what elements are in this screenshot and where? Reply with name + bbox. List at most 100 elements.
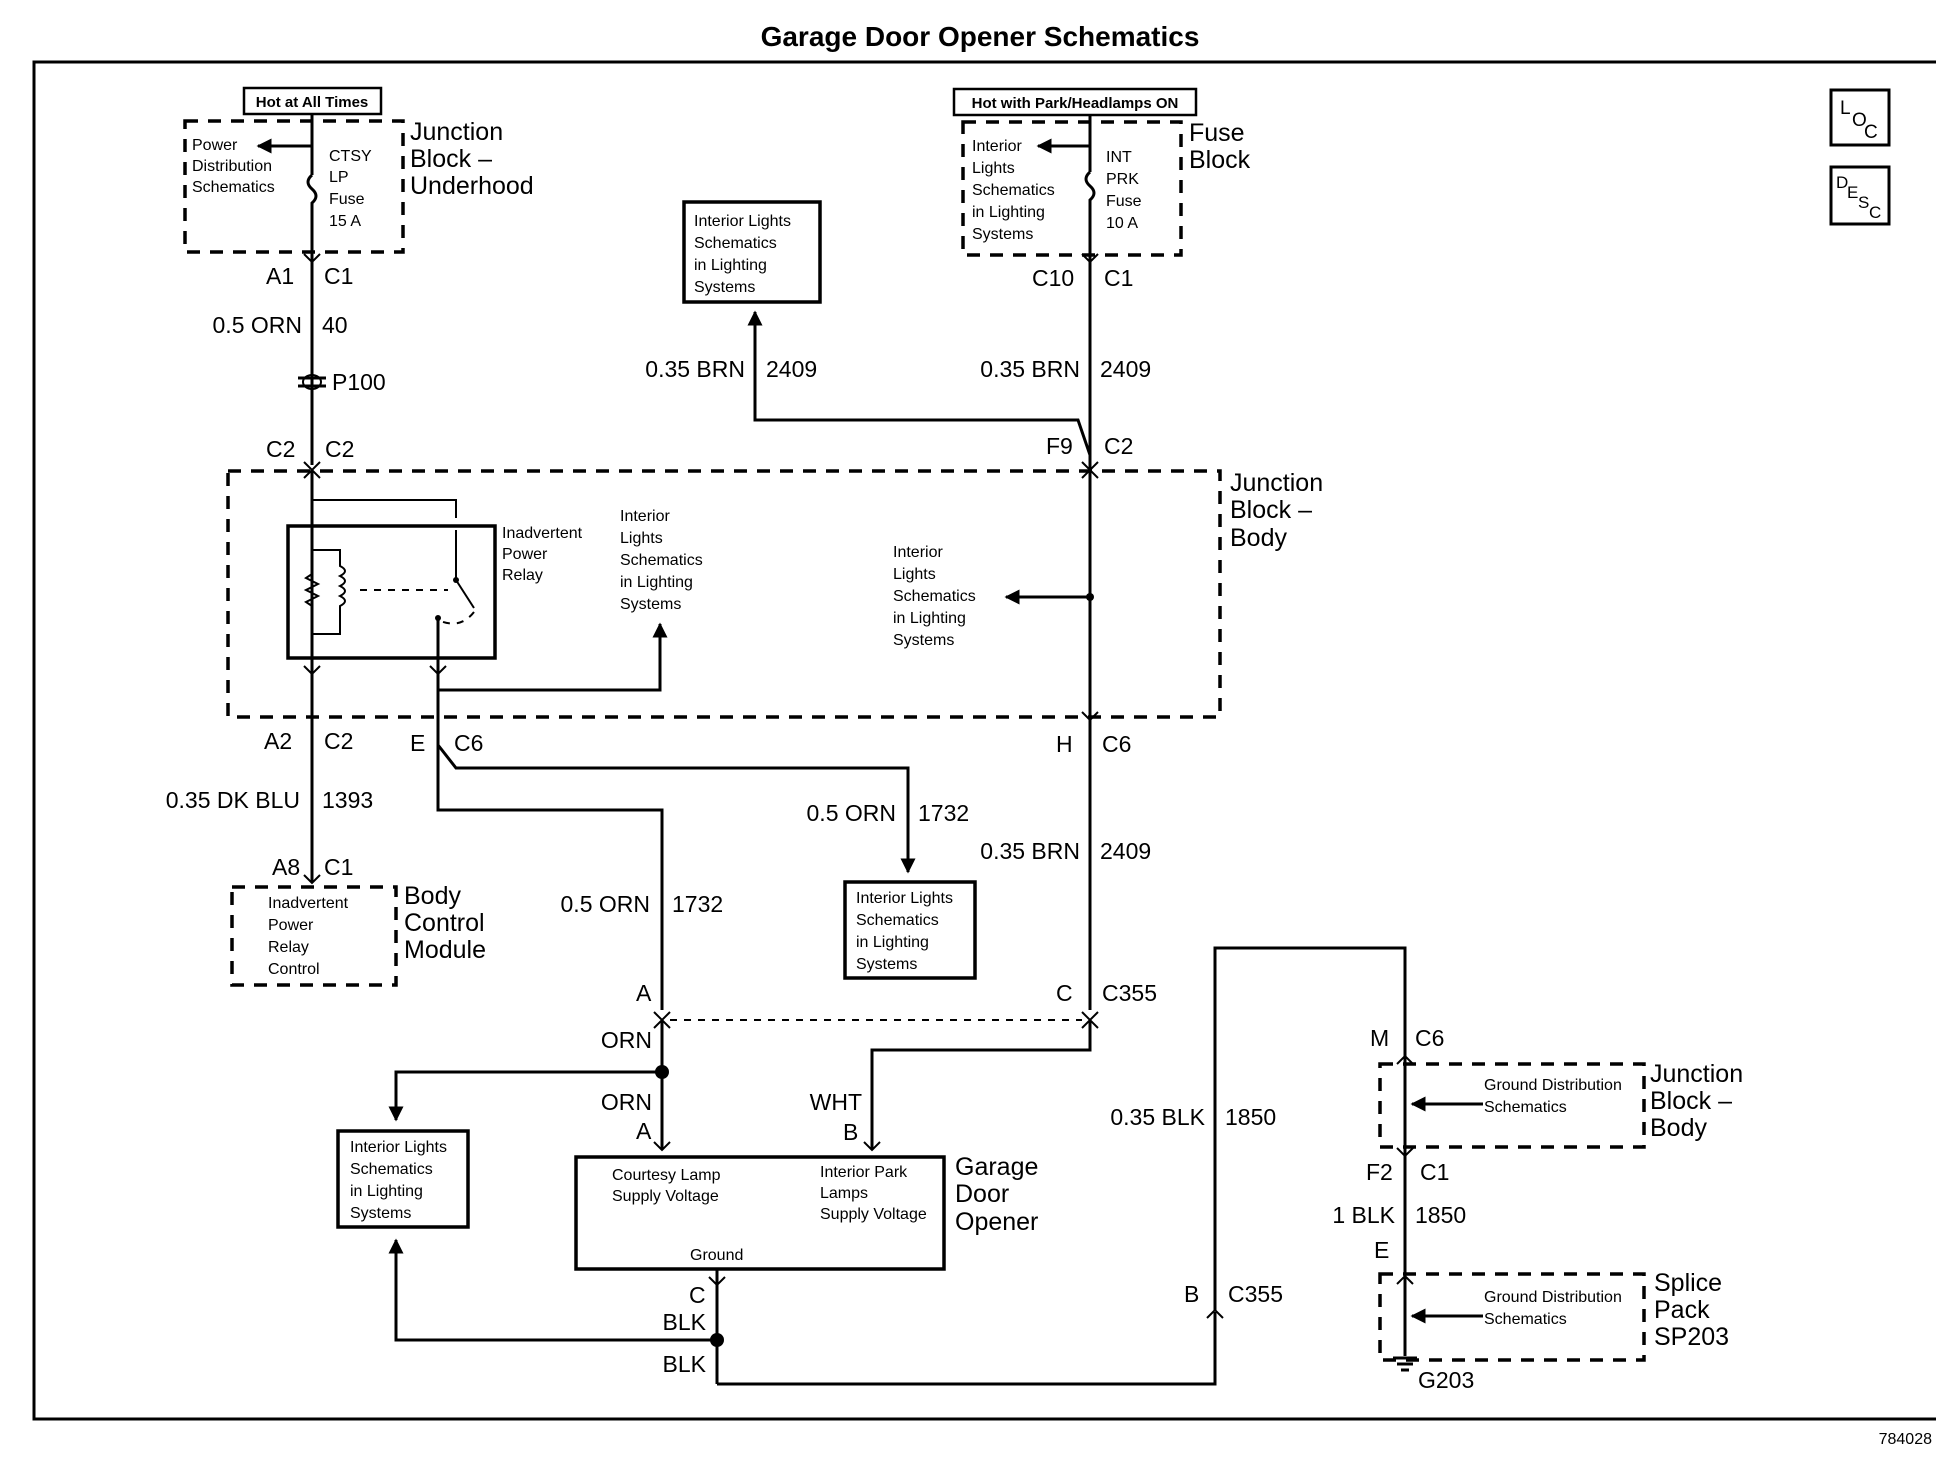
ground-distribution-ref[interactable]: Ground Distribution Schematics xyxy=(1484,1289,1622,1328)
svg-text:Schematics: Schematics xyxy=(1484,1099,1567,1116)
svg-text:Opener: Opener xyxy=(955,1208,1038,1236)
pin-c355: C355 xyxy=(1102,980,1157,1006)
wire-color-label: 0.35 DK BLU xyxy=(166,787,300,813)
wire-orn-branch xyxy=(388,1070,662,1122)
svg-text:Ground: Ground xyxy=(690,1247,743,1264)
svg-text:Schematics: Schematics xyxy=(972,182,1055,199)
interior-lights-ref[interactable]: Interior Lights Schematics in Lighting S… xyxy=(893,544,976,649)
ground-icon xyxy=(1393,1356,1417,1372)
svg-text:INT: INT xyxy=(1106,149,1132,166)
svg-text:C: C xyxy=(1864,122,1878,143)
power-distribution-ref[interactable]: Power Distribution Schematics xyxy=(192,137,275,196)
svg-text:Interior: Interior xyxy=(620,508,670,525)
wire-blk-to-c355 xyxy=(717,1312,1217,1386)
svg-text:S: S xyxy=(1858,193,1869,212)
relay-switch-arc xyxy=(437,611,475,625)
ground-distribution-ref[interactable]: Ground Distribution Schematics xyxy=(1484,1077,1622,1116)
svg-text:Systems: Systems xyxy=(856,956,917,973)
pin-a: A xyxy=(636,1118,652,1144)
svg-text:O: O xyxy=(1852,110,1867,131)
pin-c2: C2 xyxy=(325,436,354,462)
pin-c10: C10 xyxy=(1032,265,1074,291)
connector-chevrons xyxy=(303,461,1414,1319)
svg-text:Interior Lights: Interior Lights xyxy=(694,213,791,230)
svg-text:C: C xyxy=(1869,203,1881,222)
svg-text:Schematics: Schematics xyxy=(856,912,939,929)
pin-h: H xyxy=(1056,731,1073,757)
svg-text:in Lighting: in Lighting xyxy=(350,1183,423,1200)
svg-text:Distribution: Distribution xyxy=(192,158,272,175)
svg-text:Power: Power xyxy=(268,917,314,934)
fuse-block-label: Fuse Block xyxy=(1189,119,1251,174)
circuit-number: 2409 xyxy=(1100,838,1151,864)
pin-p100: P100 xyxy=(332,369,386,395)
wire-wht-gdo xyxy=(870,1020,1092,1150)
wire-2409-branch xyxy=(747,310,1092,456)
svg-text:15 A: 15 A xyxy=(329,213,361,230)
svg-text:Body: Body xyxy=(1650,1114,1707,1142)
relay-label: Inadvertent Power Relay xyxy=(502,525,583,584)
description-icon[interactable]: D E S C xyxy=(1829,165,1891,226)
svg-text:Relay: Relay xyxy=(502,567,543,584)
pin-a2: A2 xyxy=(264,728,292,754)
wire-color-label: 0.35 BRN xyxy=(980,838,1080,864)
svg-text:Interior Park: Interior Park xyxy=(820,1164,908,1181)
pin-a1: A1 xyxy=(266,263,294,289)
svg-text:Module: Module xyxy=(404,936,486,964)
interior-lights-ref-box[interactable]: Interior Lights Schematics in Lighting S… xyxy=(843,880,977,980)
wire-1732-to-gdo xyxy=(436,670,664,1010)
pin-c6: C6 xyxy=(1102,731,1131,757)
svg-text:Block –: Block – xyxy=(1230,496,1312,524)
wire-color-label: 0.5 ORN xyxy=(807,800,896,826)
svg-text:Fuse: Fuse xyxy=(1189,119,1245,147)
svg-text:Fuse: Fuse xyxy=(1106,193,1142,210)
ctsy-fuse-symbol xyxy=(306,173,318,262)
wire-color-label: ORN xyxy=(601,1089,652,1115)
circuit-number: 1393 xyxy=(322,787,373,813)
jb-body-small-box xyxy=(1378,1062,1646,1149)
wire-color-label: 0.35 BRN xyxy=(980,356,1080,382)
bcm-box xyxy=(230,885,398,987)
jb-underhood-box xyxy=(183,119,405,254)
svg-text:Systems: Systems xyxy=(620,596,681,613)
circuit-number: 1850 xyxy=(1415,1202,1466,1228)
pin-e: E xyxy=(410,730,425,756)
pin-b: B xyxy=(843,1119,858,1145)
relay-to-interior-arrow xyxy=(438,622,668,692)
pin-c6: C6 xyxy=(454,730,483,756)
svg-text:Junction: Junction xyxy=(1230,469,1323,497)
splice-pack-label: Splice Pack SP203 xyxy=(1654,1269,1729,1351)
svg-text:SP203: SP203 xyxy=(1654,1323,1729,1351)
splice-pack-box xyxy=(1378,1272,1646,1362)
pin-c6: C6 xyxy=(1415,1025,1444,1051)
wire-1732-branch xyxy=(436,744,916,874)
ground-g203-label: G203 xyxy=(1418,1367,1474,1393)
svg-text:Ground Distribution: Ground Distribution xyxy=(1484,1289,1622,1306)
pin-c1: C1 xyxy=(1104,265,1133,291)
wire-color-label: WHT xyxy=(810,1089,862,1115)
pin-c2: C2 xyxy=(324,728,353,754)
svg-text:Schematics: Schematics xyxy=(350,1161,433,1178)
interior-lights-ref[interactable]: Interior Lights Schematics in Lighting S… xyxy=(972,138,1055,243)
circuit-number: 1850 xyxy=(1225,1104,1276,1130)
pin-c: C xyxy=(689,1282,706,1308)
interior-lights-ref-box[interactable]: Interior Lights Schematics in Lighting S… xyxy=(682,200,822,304)
interior-lights-ref-box[interactable]: Interior Lights Schematics in Lighting S… xyxy=(336,1129,470,1229)
svg-text:Systems: Systems xyxy=(972,226,1033,243)
svg-text:Fuse: Fuse xyxy=(329,191,365,208)
svg-text:Courtesy Lamp: Courtesy Lamp xyxy=(612,1167,721,1184)
svg-text:Schematics: Schematics xyxy=(620,552,703,569)
svg-text:Underhood: Underhood xyxy=(410,172,534,200)
intprk-fuse-symbol xyxy=(1084,170,1096,262)
bcm-inner-label: Inadvertent Power Relay Control xyxy=(268,895,349,978)
location-icon[interactable]: L O C xyxy=(1829,88,1891,147)
interior-lights-ref[interactable]: Interior Lights Schematics in Lighting S… xyxy=(620,508,703,613)
svg-text:in Lighting: in Lighting xyxy=(972,204,1045,221)
garage-door-opener-module xyxy=(574,1155,946,1271)
svg-text:Interior Lights: Interior Lights xyxy=(350,1139,447,1156)
svg-text:Schematics: Schematics xyxy=(192,179,275,196)
gdo-inner-labels: Courtesy Lamp Supply Voltage Interior Pa… xyxy=(612,1164,927,1264)
svg-text:Supply Voltage: Supply Voltage xyxy=(820,1206,927,1223)
bcm-label: Body Control Module xyxy=(404,882,486,964)
pin-c: C xyxy=(1056,980,1073,1006)
